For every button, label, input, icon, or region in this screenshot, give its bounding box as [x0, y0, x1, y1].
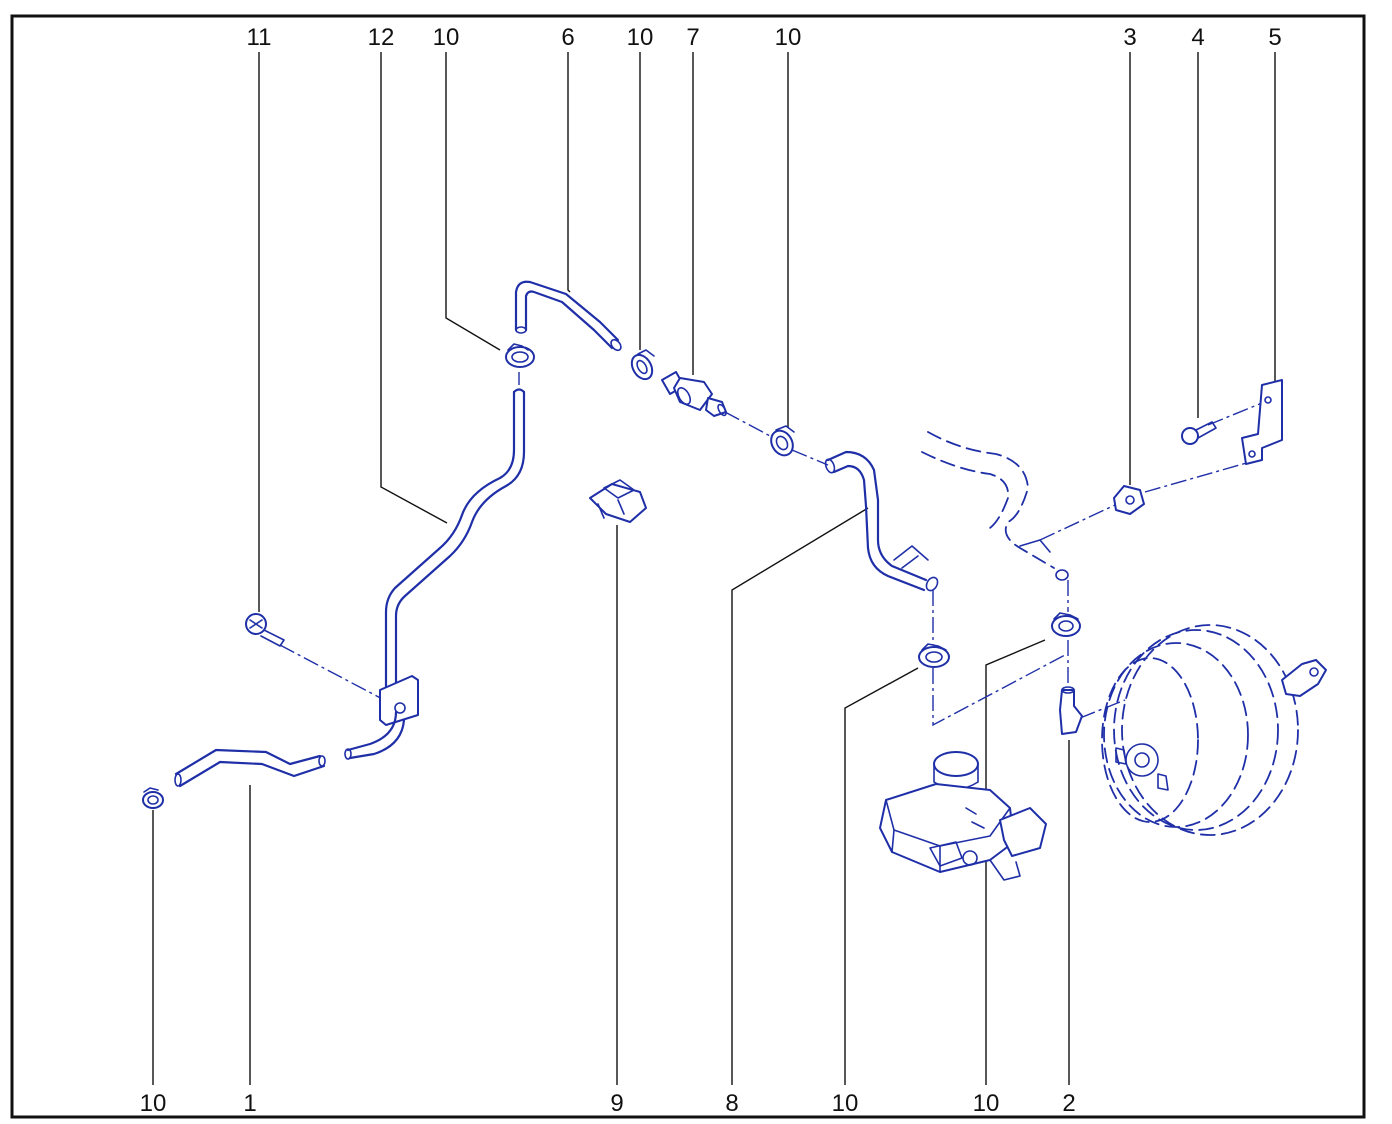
brake-booster-ghost — [1101, 624, 1327, 836]
callout-8: 8 — [725, 1090, 738, 1117]
callout-4: 4 — [1191, 24, 1204, 51]
callout-2: 2 — [1062, 1090, 1075, 1117]
callout-1: 1 — [243, 1090, 256, 1117]
callout-6: 6 — [561, 24, 574, 51]
callout-10-b: 10 — [627, 24, 654, 51]
callout-7: 7 — [686, 24, 699, 51]
check-valve-7 — [661, 371, 727, 417]
hose-1 — [174, 748, 326, 788]
callouts-top: 11 12 10 6 10 7 10 3 4 5 — [247, 24, 1282, 51]
axis-bolt-11 — [279, 644, 389, 703]
axis-bolt-bracket — [1207, 402, 1263, 426]
leader-8 — [731, 507, 869, 1085]
callout-3: 3 — [1123, 24, 1136, 51]
hose-clamp-10-b — [630, 349, 655, 381]
callout-10-f: 10 — [973, 1090, 1000, 1117]
retainer-9 — [589, 479, 647, 523]
diagram-frame — [10, 14, 1366, 1119]
clip-3 — [1113, 485, 1145, 515]
hose-clamp-10-d — [142, 787, 164, 809]
leader-12 — [380, 52, 448, 524]
master-cylinder — [879, 751, 1047, 881]
hose-clamp-10-e — [918, 643, 950, 668]
leader-10-e — [844, 667, 919, 1085]
hose-clamp-10-a — [505, 343, 535, 368]
bracket-5 — [1241, 379, 1283, 465]
leader-6 — [567, 52, 571, 293]
callout-12: 12 — [368, 24, 395, 51]
callout-10-d: 10 — [140, 1090, 167, 1117]
callout-5: 5 — [1268, 24, 1281, 51]
axis-clamp-hose8 — [791, 449, 829, 466]
hose-6 — [514, 280, 622, 352]
axis-intake-clip — [1039, 504, 1116, 541]
callout-10-a: 10 — [433, 24, 460, 51]
intake-pipe-ghost — [921, 431, 1069, 581]
callout-10-c: 10 — [775, 24, 802, 51]
axis-valve-clamp — [724, 411, 773, 438]
hose-clamp-10-f — [1051, 612, 1081, 637]
leader-10-a — [445, 52, 501, 351]
leader-lines — [152, 52, 1276, 1085]
bolt-4 — [1181, 421, 1217, 445]
callout-9: 9 — [610, 1090, 623, 1117]
fitting-2 — [1059, 686, 1083, 735]
bolt-11 — [245, 613, 285, 647]
axis-fitting-booster — [1079, 699, 1126, 719]
axis-clip-bracket — [1144, 461, 1251, 493]
axis-clamp-fitting2 — [932, 654, 1066, 727]
hose-clamp-10-c — [770, 425, 795, 457]
leader-10-f — [985, 639, 1046, 1085]
callout-10-e: 10 — [832, 1090, 859, 1117]
hose-8 — [824, 450, 939, 592]
callouts-bottom: 10 1 9 8 10 10 2 — [140, 1090, 1076, 1117]
assembly-axes — [279, 372, 1263, 727]
callout-11: 11 — [247, 24, 272, 51]
pipe-12 — [344, 388, 526, 760]
